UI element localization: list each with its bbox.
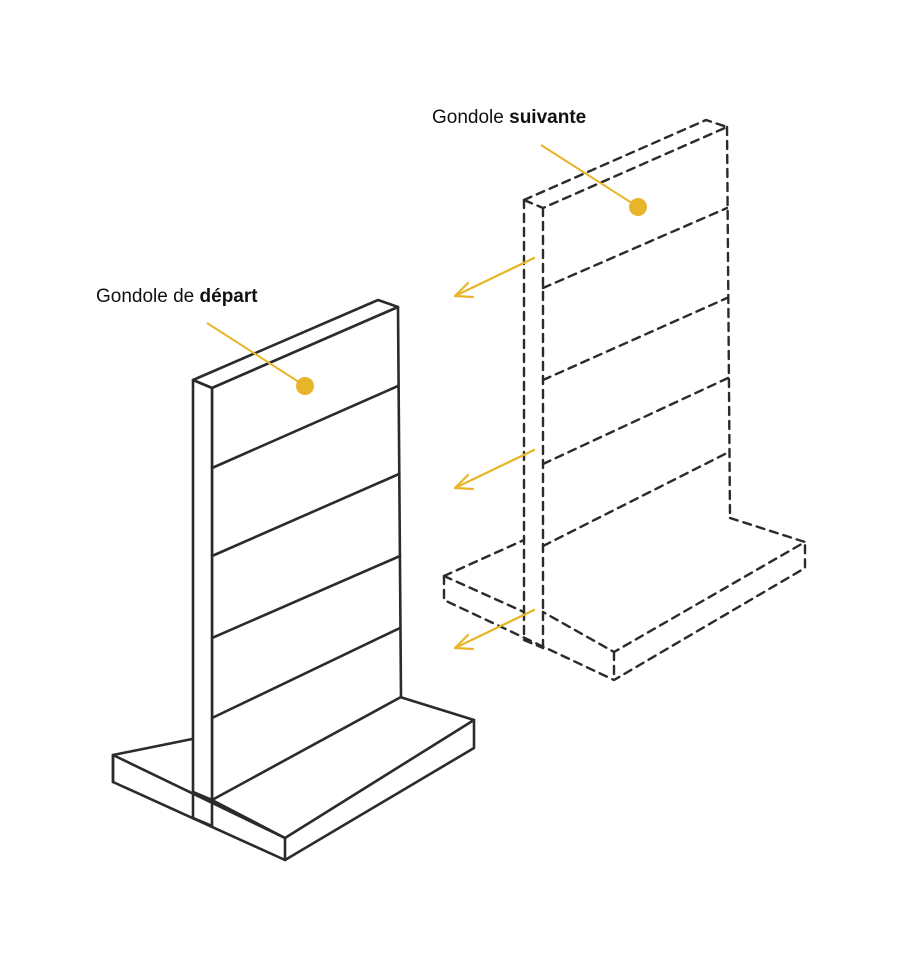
label-start-bold: départ bbox=[199, 286, 258, 307]
next-callout bbox=[540, 144, 647, 216]
next-gondola bbox=[442, 118, 807, 682]
next-callout-dot bbox=[629, 198, 647, 216]
label-start-prefix: Gondole de bbox=[96, 286, 195, 307]
label-next-gondola: Gondole suivante bbox=[432, 107, 586, 129]
start-callout-line bbox=[206, 322, 306, 387]
start-callout-dot bbox=[296, 377, 314, 395]
starting-gondola bbox=[111, 298, 476, 862]
label-next-bold: suivante bbox=[509, 107, 587, 128]
arrow-left-icon bbox=[453, 608, 536, 651]
start-callout bbox=[206, 322, 314, 395]
label-next-prefix: Gondole bbox=[432, 107, 504, 128]
label-starting-gondola: Gondole de départ bbox=[96, 286, 258, 308]
arrow-left-icon bbox=[453, 256, 536, 299]
next-callout-line bbox=[540, 144, 639, 208]
start-shelves bbox=[210, 384, 402, 720]
movement-arrows bbox=[453, 256, 536, 651]
start-panel bbox=[191, 298, 403, 840]
arrow-left-icon bbox=[453, 448, 536, 491]
